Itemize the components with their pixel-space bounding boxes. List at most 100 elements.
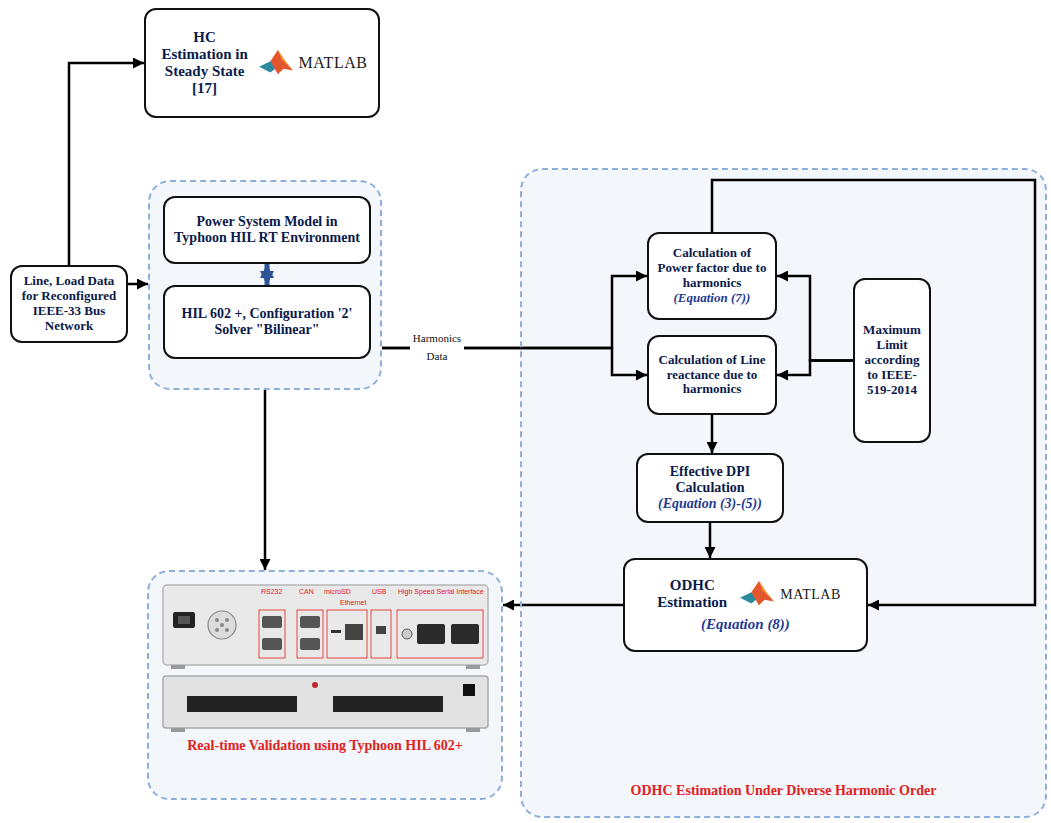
connector <box>777 276 853 361</box>
process-box: Calculation of Power factor due to harmo… <box>647 232 777 320</box>
box-text: Calculation of Line reactance due to har… <box>655 353 769 398</box>
box-text: HIL 602 +, Configuration '2' Solver "Bil… <box>171 306 363 338</box>
brand-logo <box>312 682 318 688</box>
equation-ref: (Equation (3)-(5)) <box>658 496 762 512</box>
back-panel <box>163 585 488 665</box>
front-panel <box>163 676 488 728</box>
fan-hole <box>215 628 219 632</box>
box-text: Calculation of Power factor due to harmo… <box>655 246 769 291</box>
fan-hole <box>225 628 229 632</box>
serial-led <box>402 629 412 639</box>
io-connector <box>333 696 443 712</box>
serial-connector <box>451 624 479 644</box>
logo-text: MATLAB <box>299 54 368 72</box>
process-box: HIL 602 +, Configuration '2' Solver "Bil… <box>163 285 371 359</box>
edge-label: Harmonics Data <box>413 330 461 365</box>
connector <box>264 390 267 570</box>
foot <box>171 728 185 732</box>
power-inlet <box>173 612 195 628</box>
logo-text: MATLAB <box>780 587 841 602</box>
port-label: USB <box>372 588 386 596</box>
process-box: HC Estimation in Steady State [17] MATLAB <box>144 8 380 118</box>
group-backdrop <box>149 181 381 389</box>
port-label: CAN <box>299 588 314 596</box>
matlab-logo <box>738 579 776 609</box>
usb-port <box>376 626 386 634</box>
process-box: ODHC Estimation MATLAB (Equation (8)) <box>623 558 868 652</box>
serial-connector <box>417 624 445 644</box>
odhc-group: ODHC Estimation Under Diverse Harmonic O… <box>520 168 1047 818</box>
port-label: microSD <box>324 588 351 596</box>
logo-highlight <box>277 50 292 71</box>
box-text: Maximum Limit according to IEEE-519-2014 <box>861 323 923 398</box>
foot <box>466 728 480 732</box>
group-caption-wrap: Real-time Validation using Typhoon HIL 6… <box>149 738 501 755</box>
input-box: Line, Load Data for Reconfigured IEEE-33… <box>10 265 128 343</box>
power-switch <box>463 684 475 696</box>
logo-highlight <box>759 581 774 602</box>
port-group-outline <box>371 610 391 658</box>
can-port <box>300 616 320 628</box>
connector <box>69 63 144 265</box>
fan-hole <box>215 618 219 622</box>
port-label: RS232 <box>261 588 282 596</box>
group-backdrop <box>521 169 1046 817</box>
rs232-port <box>262 638 282 650</box>
equation-ref: (Equation (7)) <box>674 291 751 306</box>
fan <box>208 611 236 639</box>
logo-peak <box>270 50 293 74</box>
fan-hole <box>225 618 229 622</box>
connectors <box>69 63 1035 605</box>
group-caption: ODHC Estimation Under Diverse Harmonic O… <box>522 783 1045 800</box>
edge-label-patch: Harmonics Data <box>410 330 464 365</box>
hil-group: Power System Model in Typhoon HIL RT Env… <box>148 180 382 390</box>
microsd-slot <box>331 630 341 633</box>
port-label-wrap: CAN <box>299 588 314 596</box>
connector <box>777 361 853 376</box>
port-label: Ethernet <box>340 599 366 607</box>
port-label-wrap: microSD <box>324 588 351 596</box>
port-label: High Speed Serial Interface <box>398 588 484 596</box>
port-label-wrap: USB <box>372 588 386 596</box>
equation-ref: (Equation (8)) <box>701 616 790 633</box>
logo-row: ODHC Estimation MATLAB <box>650 577 841 612</box>
port-group-outline <box>397 610 483 658</box>
logo-peak <box>752 581 775 605</box>
port-label-wrap: High Speed Serial Interface <box>398 588 484 596</box>
logo-row: HC Estimation in Steady State [17] MATLAB <box>157 29 368 98</box>
port-group-outline <box>327 610 367 658</box>
io-connector <box>187 696 297 712</box>
group-caption: Real-time Validation using Typhoon HIL 6… <box>149 738 501 755</box>
port-label-wrap: Ethernet <box>340 599 366 607</box>
hil-device-illustration <box>147 570 503 800</box>
foot <box>171 665 185 669</box>
foot <box>466 665 480 669</box>
can-port <box>300 638 320 650</box>
port-group-outline <box>297 610 323 658</box>
process-box: Power System Model in Typhoon HIL RT Env… <box>163 196 371 264</box>
box-title: ODHC Estimation <box>650 577 734 612</box>
validation-group: Real-time Validation using Typhoon HIL 6… <box>147 570 503 800</box>
group-backdrops <box>148 169 1046 817</box>
fan-hole <box>220 623 224 627</box>
power-inlet-socket <box>178 616 190 624</box>
box-text: Line, Load Data for Reconfigured IEEE-33… <box>18 274 120 334</box>
connector <box>709 523 712 558</box>
process-box: Calculation of Line reactance due to har… <box>647 335 777 415</box>
limit-box: Maximum Limit according to IEEE-519-2014 <box>853 278 931 443</box>
ethernet-port <box>345 624 363 640</box>
connector <box>711 415 714 453</box>
process-box: Effective DPI Calculation(Equation (3)-(… <box>636 453 784 523</box>
group-caption-wrap: ODHC Estimation Under Diverse Harmonic O… <box>522 783 1045 800</box>
box-text: Power System Model in Typhoon HIL RT Env… <box>171 214 363 246</box>
port-label-wrap: RS232 <box>261 588 282 596</box>
box-title: HC Estimation in Steady State [17] <box>157 29 253 98</box>
box-text: Effective DPI Calculation <box>644 464 776 496</box>
port-group-outline <box>259 610 285 658</box>
connector <box>128 283 148 286</box>
rs232-port <box>262 616 282 628</box>
group-backdrop <box>148 571 502 799</box>
matlab-logo <box>257 48 295 78</box>
